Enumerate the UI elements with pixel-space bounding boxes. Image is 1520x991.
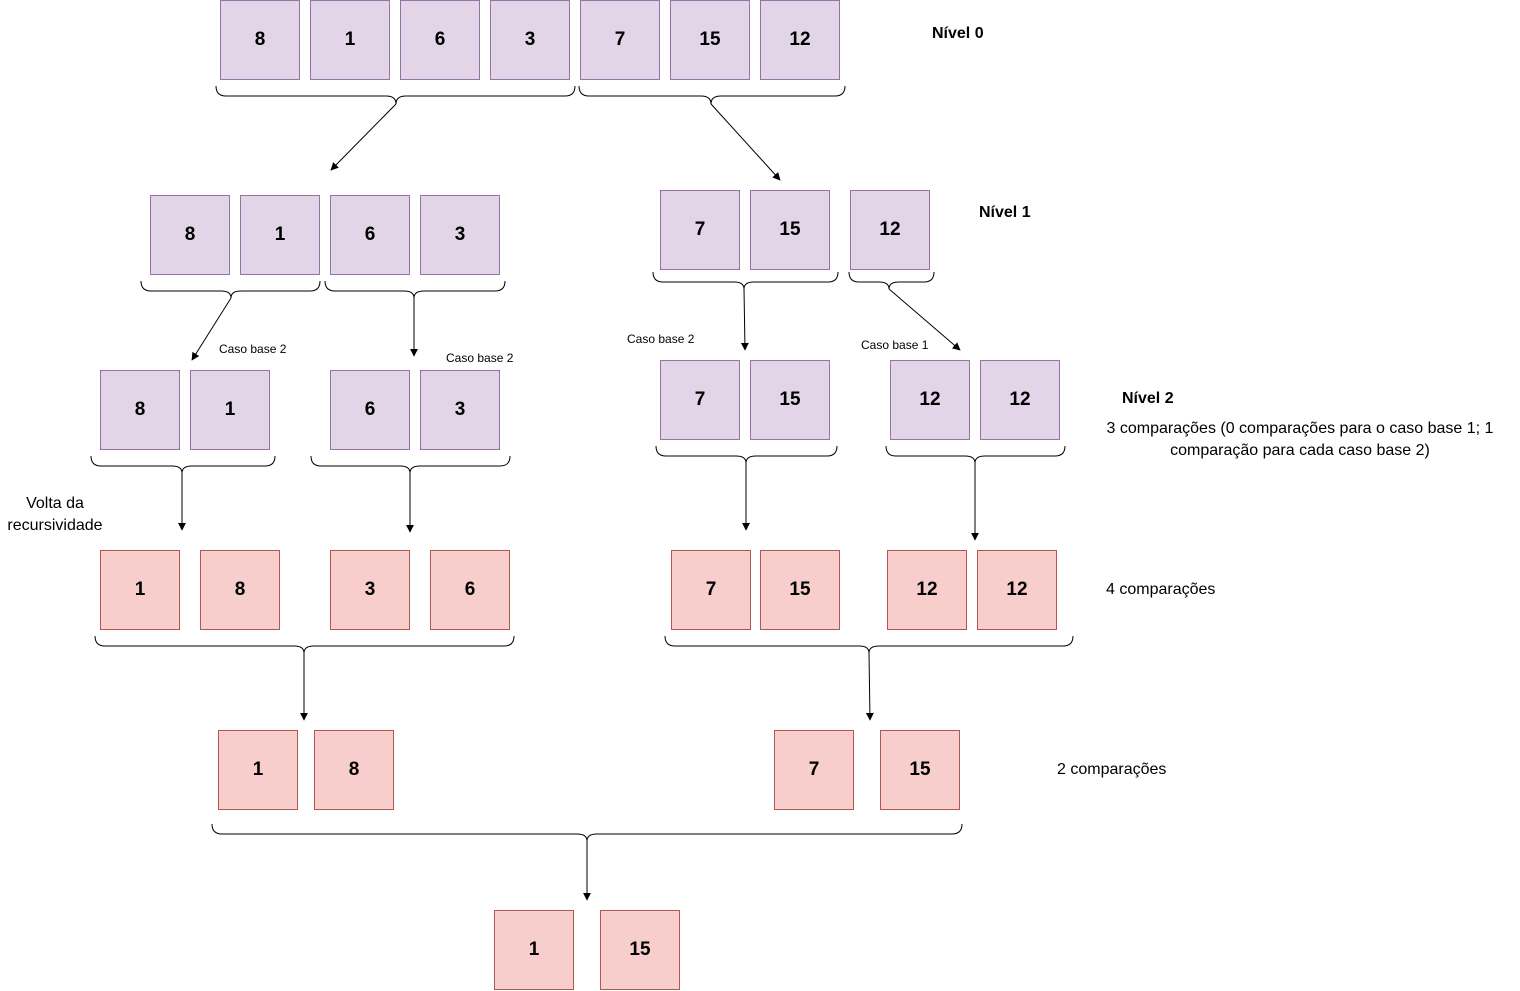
brace-row1-c <box>652 271 839 290</box>
merged-cell-row4-left: 8 <box>314 730 394 810</box>
array-cell-row1-left: 3 <box>420 195 500 275</box>
array-cell-row0: 15 <box>670 0 750 80</box>
array-cell-row0: 1 <box>310 0 390 80</box>
brace-row4 <box>211 823 963 842</box>
array-cell-row0: 7 <box>580 0 660 80</box>
brace-row2-a <box>90 455 276 474</box>
array-cell-row2-right: 7 <box>660 360 740 440</box>
comparisons-note-2: 2 comparações <box>1057 761 1167 778</box>
merged-cell-row5: 1 <box>494 910 574 990</box>
base-case-label: Caso base 2 <box>219 342 287 356</box>
brace-row2-d <box>885 445 1066 464</box>
arrow-l3-right <box>865 652 874 721</box>
arrow-l1-c <box>740 288 749 351</box>
base-case-label: Caso base 1 <box>861 338 929 352</box>
array-cell-row0: 3 <box>490 0 570 80</box>
merged-cell-row3-left: 6 <box>430 550 510 630</box>
brace-row1-a <box>140 280 321 299</box>
merged-cell-row3-right: 15 <box>760 550 840 630</box>
merged-cell-row3-right: 7 <box>671 550 751 630</box>
level-1-label: Nível 1 <box>979 204 1031 221</box>
brace-row0-right <box>578 85 846 105</box>
brace-row1-b <box>324 280 506 299</box>
arrow-l1-d <box>888 288 961 351</box>
comparisons-note-level2: 3 comparações (0 comparações para o caso… <box>1106 420 1494 459</box>
base-case-label: Caso base 2 <box>627 332 695 346</box>
array-cell-row1-left: 6 <box>330 195 410 275</box>
merged-cell-row3-right: 12 <box>977 550 1057 630</box>
brace-row2-b <box>310 455 511 474</box>
arrow-l0-right <box>710 103 781 181</box>
brace-row0-left <box>215 85 576 105</box>
array-cell-row0: 8 <box>220 0 300 80</box>
array-cell-row2-left: 1 <box>190 370 270 450</box>
brace-row3-right <box>664 635 1074 654</box>
array-cell-row1-right: 7 <box>660 190 740 270</box>
base-case-label: Caso base 2 <box>446 351 514 365</box>
arrow-l1-a <box>191 297 232 361</box>
merged-cell-row5: 15 <box>600 910 680 990</box>
merged-cell-row4-left: 1 <box>218 730 298 810</box>
array-cell-row1-right: 15 <box>750 190 830 270</box>
merged-cell-row3-left: 3 <box>330 550 410 630</box>
comparisons-note-4: 4 comparações <box>1106 581 1216 598</box>
recursion-return-label: Volta da recursividade <box>7 495 103 534</box>
merged-cell-row3-right: 12 <box>887 550 967 630</box>
merged-cell-row4-right: 7 <box>774 730 854 810</box>
merged-cell-row4-right: 15 <box>880 730 960 810</box>
level-2-label: Nível 2 <box>1122 390 1174 407</box>
merged-cell-row3-left: 1 <box>100 550 180 630</box>
brace-row2-c <box>655 445 838 464</box>
array-cell-row1-right: 12 <box>850 190 930 270</box>
array-cell-row2-right: 12 <box>980 360 1060 440</box>
array-cell-row0: 6 <box>400 0 480 80</box>
array-cell-row1-left: 1 <box>240 195 320 275</box>
arrow-l0-left <box>330 103 397 171</box>
brace-row1-d <box>848 271 935 290</box>
array-cell-row2-right: 15 <box>750 360 830 440</box>
array-cell-row2-left: 8 <box>100 370 180 450</box>
array-cell-row1-left: 8 <box>150 195 230 275</box>
array-cell-row0: 12 <box>760 0 840 80</box>
brace-row3-left <box>94 635 515 654</box>
array-cell-row2-right: 12 <box>890 360 970 440</box>
merged-cell-row3-left: 8 <box>200 550 280 630</box>
array-cell-row2-left: 6 <box>330 370 410 450</box>
array-cell-row2-left: 3 <box>420 370 500 450</box>
level-0-label: Nível 0 <box>932 25 984 42</box>
